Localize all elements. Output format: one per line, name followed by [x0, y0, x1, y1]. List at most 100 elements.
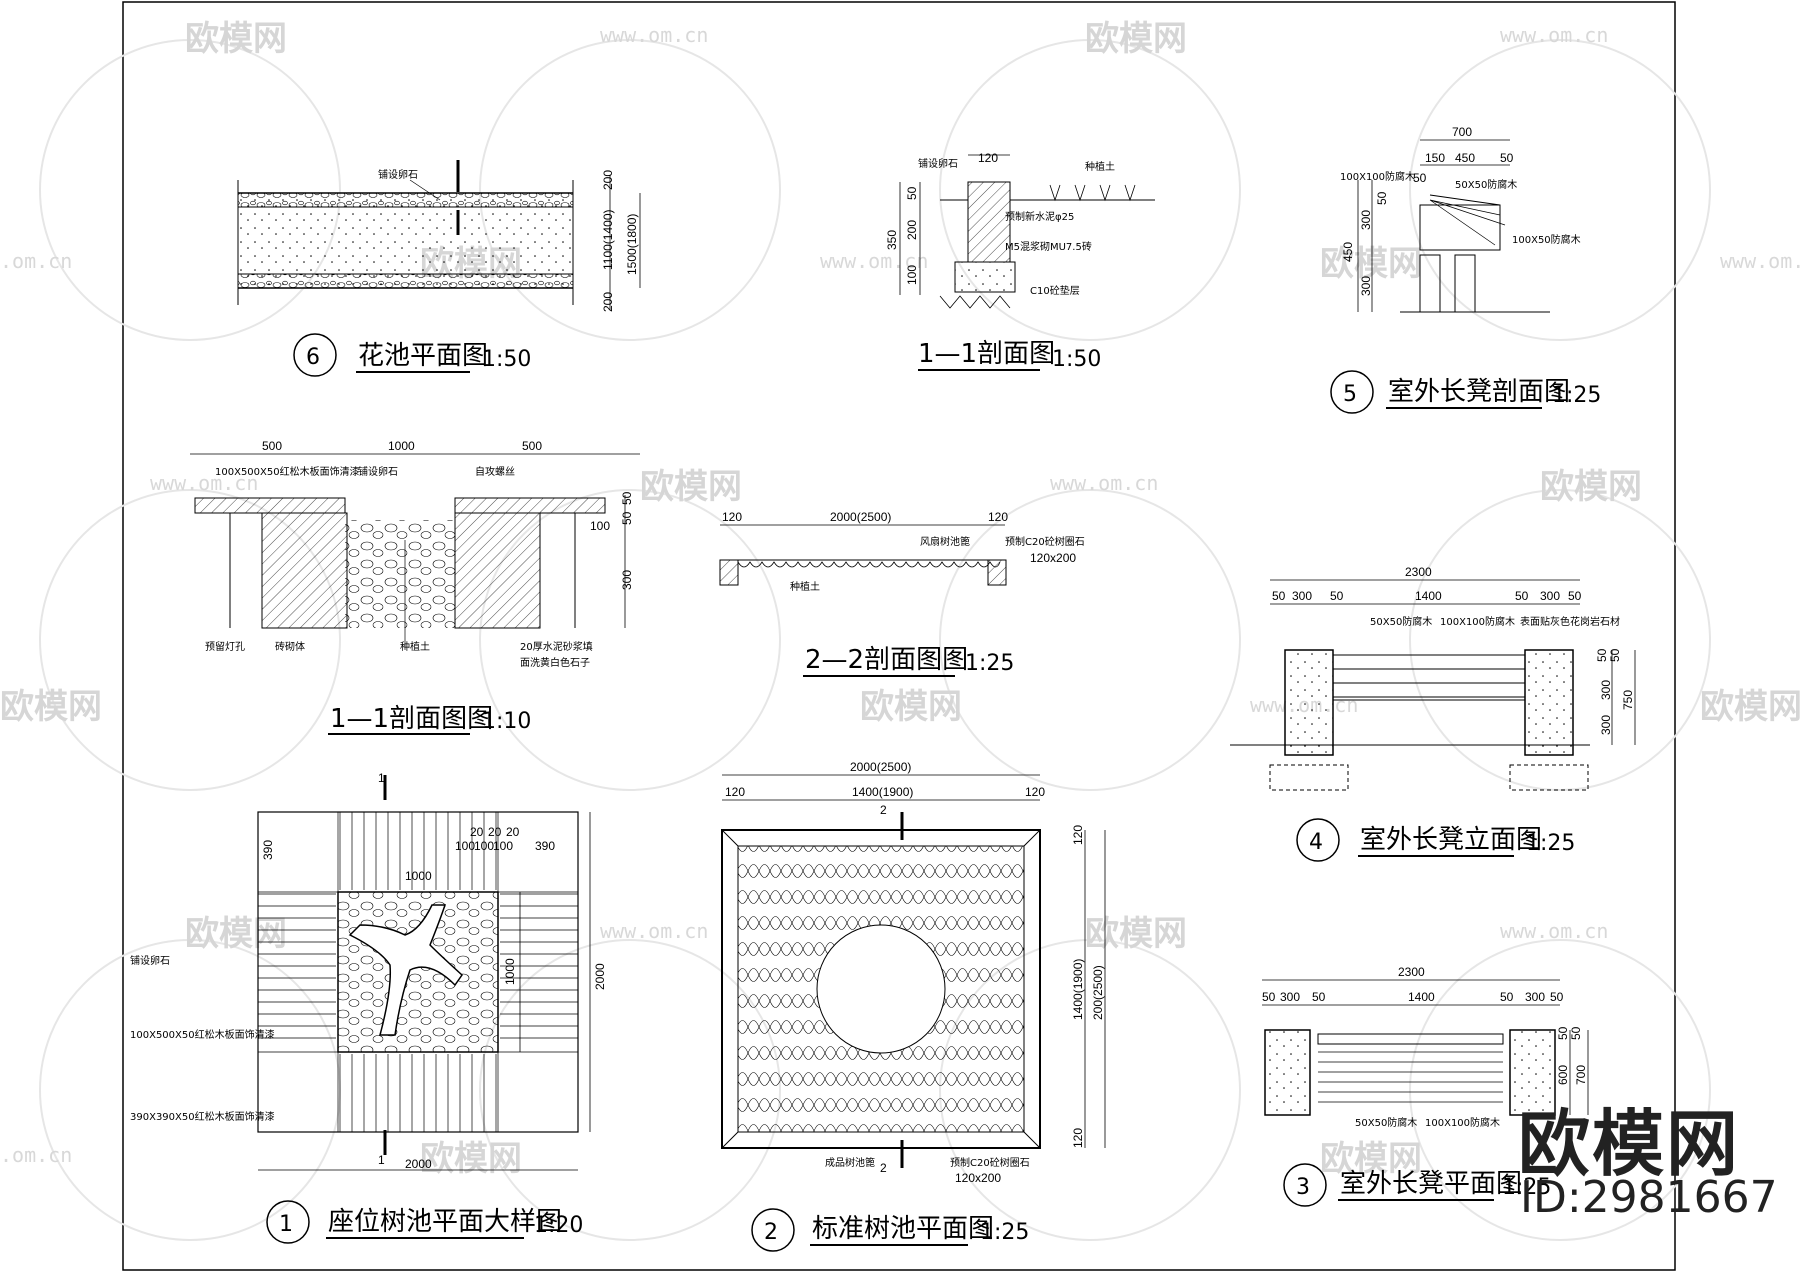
dim-label: 1400 — [1408, 990, 1435, 1004]
drawing-3-bench-plan: 2300 50 300 50 1400 50 300 50 50 50 600 … — [1262, 965, 1589, 1207]
drawing-scale: 1:50 — [482, 347, 531, 372]
dim-label: 100 — [590, 519, 610, 533]
dim-label: 120 — [978, 151, 998, 165]
watermark-url: www.om.cn — [600, 919, 708, 943]
note-text: 100X100防腐木 — [1440, 615, 1515, 628]
note-text: 100X100防腐木 — [1340, 170, 1415, 183]
drawing-number-circle — [1283, 1163, 1327, 1207]
dim-label: 120 — [1071, 825, 1085, 845]
watermark-logo: 欧模网 — [420, 1139, 522, 1179]
dim-label: 390 — [261, 840, 275, 860]
dim-label: 450 — [1455, 151, 1475, 165]
note-text: 表面贴灰色花岗岩石材 — [1520, 615, 1620, 628]
dim-label: 50 — [1272, 589, 1286, 603]
note-text: 自攻螺丝 — [475, 465, 515, 478]
drawing-number-circle — [1296, 818, 1340, 862]
dim-label: 2300 — [1398, 965, 1425, 979]
watermark-url: .om.cn — [0, 249, 72, 273]
drawing-scale: 1:25 — [1552, 383, 1601, 408]
dim-label: 20 — [506, 825, 520, 839]
dim-label: 700 — [1452, 125, 1472, 139]
dim-label: 100 — [905, 265, 919, 285]
drawing-scale: 1:10 — [482, 709, 531, 734]
dim-label: 50 — [1556, 1026, 1570, 1040]
dim-label: 50 — [1608, 648, 1622, 662]
drawing-title: 2—2剖面图图 — [805, 645, 968, 675]
note-text: 20厚水泥砂浆填 — [520, 640, 593, 653]
dim-label: 200(2500) — [1091, 965, 1105, 1020]
dim-label: 2000(2500) — [850, 760, 911, 774]
sheet-border — [122, 1, 1676, 1271]
dim-label: 300 — [1292, 589, 1312, 603]
watermark-logo: 欧模网 — [185, 914, 287, 954]
dim-label: 50 — [1568, 589, 1582, 603]
dim-label: 50 — [620, 511, 634, 525]
dim-label: 100 — [474, 839, 494, 853]
dim-label: 500 — [522, 439, 542, 453]
drawing-title: 室外长凳剖面图 — [1388, 377, 1570, 407]
dim-label: 2000 — [405, 1157, 432, 1171]
watermark-logo: 欧模网 — [860, 687, 962, 727]
brand-logo-text: 欧模网 — [1518, 1102, 1741, 1186]
drawing-1-1-section-top: 120 350 50 200 100 铺设卵石 种植土 预制新水泥φ25 M5混… — [885, 151, 1155, 372]
dim-label: 120x200 — [1030, 551, 1076, 565]
dim-label: 300 — [1540, 589, 1560, 603]
watermark-url: www.om.cn — [600, 23, 708, 47]
drawing-number-circle — [751, 1208, 795, 1252]
dim-label: 300 — [1599, 715, 1613, 735]
watermark-logo: 欧模网 — [185, 19, 287, 59]
cut-label: 1 — [378, 1153, 385, 1167]
note-text: 成品树池篦 — [825, 1156, 875, 1169]
dim-label: 200 — [601, 170, 615, 190]
dim-label: 120 — [725, 785, 745, 799]
dim-label: 300 — [1525, 990, 1545, 1004]
dim-label: 50 — [905, 186, 919, 200]
watermark-url: www.om.cn — [1050, 471, 1158, 495]
dim-label: 300 — [620, 570, 634, 590]
drawing-title: 1—1剖面图 — [918, 339, 1055, 369]
dim-label: 150 — [1425, 151, 1445, 165]
drawing-number-circle — [1330, 370, 1374, 414]
note-text: 50X50防腐木 — [1355, 1116, 1417, 1129]
dim-label: 1400(1900) — [852, 785, 913, 799]
watermark-logo: 欧模网 — [640, 467, 742, 507]
dim-label: 2000 — [593, 963, 607, 990]
note-text: 100X500X50红松木板面饰清漆 — [215, 465, 360, 478]
drawing-number: 6 — [306, 345, 320, 370]
drawing-5-bench-section: 700 150 450 50 50 300 450 300 50 100X100… — [1330, 125, 1601, 414]
dim-label: 100 — [493, 839, 513, 853]
drawing-title: 室外长凳平面图 — [1340, 1169, 1522, 1199]
watermark-url: www.om.cn — [820, 249, 928, 273]
watermark-logo: 欧模网 — [1320, 244, 1422, 284]
dim-label: 50 — [1375, 191, 1389, 205]
dim-label: 2000(2500) — [830, 510, 891, 524]
watermark-url: www.om.cn — [150, 471, 258, 495]
drawing-4-bench-elevation: 2300 50 300 50 1400 50 300 50 50 50 300 … — [1230, 565, 1636, 862]
dim-label: 20 — [488, 825, 502, 839]
dim-label: 200 — [905, 220, 919, 240]
watermark-url: www.om.cn — [1500, 919, 1608, 943]
watermark-texts: 欧模网 www.om.cn 欧模网 www.om.cn 欧模网 .om.cn w… — [0, 19, 1800, 1179]
dim-label: 50 — [1515, 589, 1529, 603]
dim-label: 120 — [1025, 785, 1045, 799]
note-text: C10砼垫层 — [1030, 284, 1080, 297]
dim-label: 450 — [1341, 242, 1355, 262]
note-text: 铺设卵石 — [918, 157, 958, 170]
tree-shape — [348, 904, 463, 1036]
drawing-number: 3 — [1296, 1175, 1310, 1200]
dim-label: 1400(1900) — [1071, 959, 1085, 1020]
drawing-scale: 1:25 — [965, 651, 1014, 676]
dim-label: 2300 — [1405, 565, 1432, 579]
dim-label: 350 — [885, 230, 899, 250]
dim-label: 50 — [1413, 171, 1427, 185]
drawing-title: 室外长凳立面图 — [1360, 825, 1542, 855]
note-text: 种植土 — [400, 640, 430, 653]
note-text: 100X100防腐木 — [1425, 1116, 1500, 1129]
dim-label: 600 — [1556, 1065, 1570, 1085]
watermark-logo: 欧模网 — [1085, 914, 1187, 954]
cut-label: 1 — [378, 771, 385, 785]
dim-label: 120 — [722, 510, 742, 524]
cut-label: 2 — [880, 803, 887, 817]
note-text: 铺设卵石 — [130, 954, 170, 967]
note-text: 预制C20砼树圈石 — [1005, 535, 1085, 548]
